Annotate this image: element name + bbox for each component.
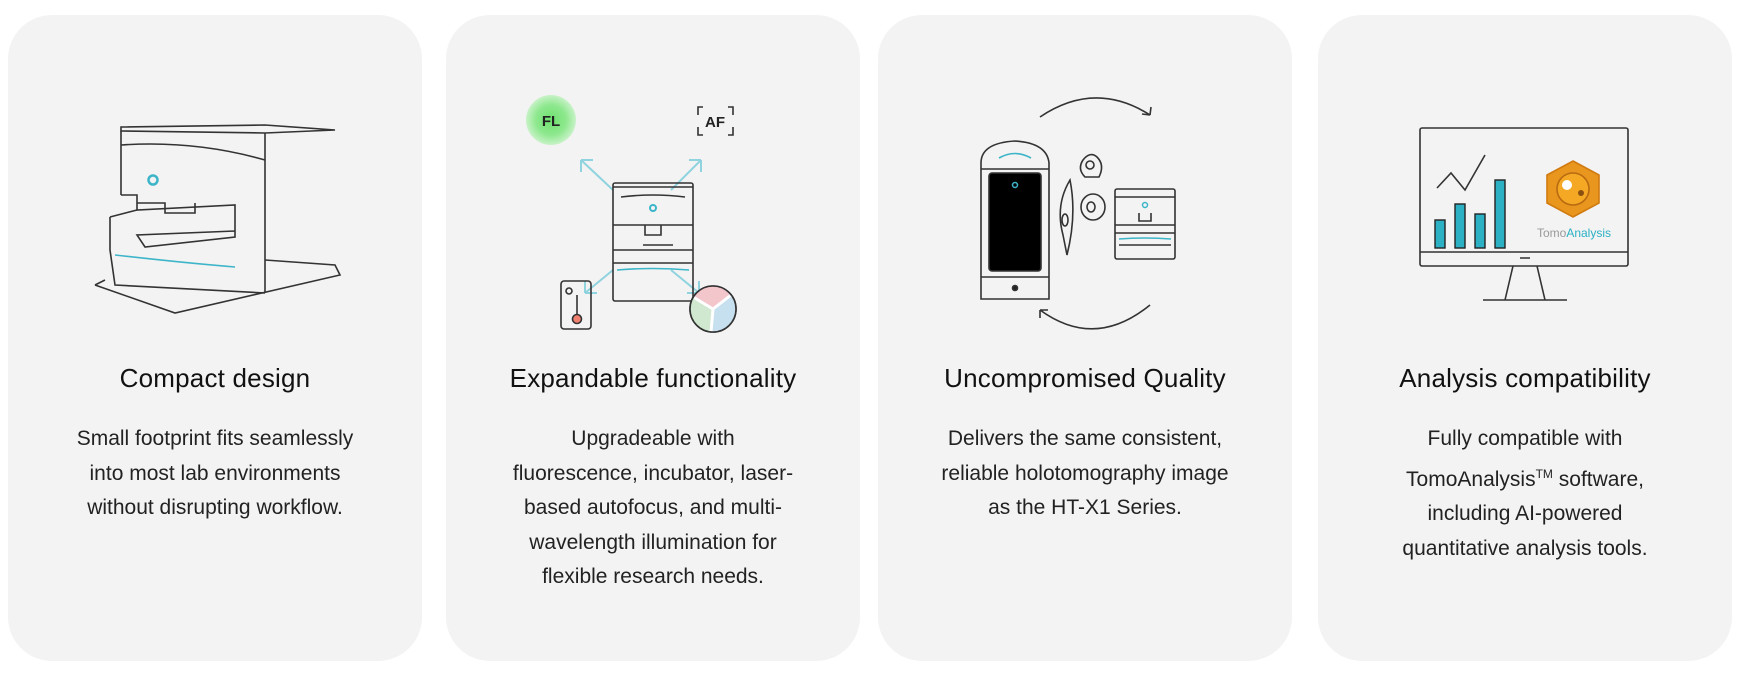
desc-line: as the HT-X1 Series. bbox=[988, 496, 1182, 519]
card-title: Compact design bbox=[119, 363, 311, 393]
desc-line: Delivers the same consistent, bbox=[947, 427, 1223, 450]
card-title: Uncompromised Quality bbox=[944, 363, 1226, 393]
desc-line: reliable holotomography image bbox=[941, 461, 1229, 485]
quality-cycle-illustration bbox=[980, 97, 1176, 330]
desc-line: quantitative analysis tools. bbox=[1402, 536, 1648, 560]
svg-text:TomoAnalysis: TomoAnalysis bbox=[1537, 226, 1611, 240]
card-description: Delivers the same consistent, reliable h… bbox=[918, 422, 1252, 526]
fl-badge-icon bbox=[526, 95, 576, 145]
desc-line: TomoAnalysisTM software, bbox=[1406, 466, 1644, 491]
desc-line: into most lab environments bbox=[89, 461, 341, 485]
desc-line: including AI-powered bbox=[1427, 502, 1623, 525]
af-label: AF bbox=[705, 114, 725, 131]
desc-line: fluorescence, incubator, laser- bbox=[512, 461, 794, 485]
card-title: Analysis compatibility bbox=[1399, 363, 1651, 393]
feature-card-analysis-compatibility: TomoAnalysis Analysis compatibility Full… bbox=[1318, 15, 1732, 661]
card-description: Small footprint fits seamlessly into mos… bbox=[48, 422, 382, 526]
compact-device-illustration bbox=[94, 124, 342, 314]
desc-line: without disrupting workflow. bbox=[87, 496, 343, 519]
desc-line: Upgradeable with bbox=[571, 427, 735, 450]
expandable-modules-illustration: FL AF bbox=[526, 95, 737, 333]
feature-card-uncompromised-quality: Uncompromised Quality Delivers the same … bbox=[878, 15, 1292, 661]
monitor-analysis-illustration: TomoAnalysis bbox=[1419, 127, 1629, 301]
tomoanalysis-logo-icon bbox=[1546, 160, 1600, 218]
desc-line: Fully compatible with bbox=[1427, 427, 1623, 450]
desc-line: wavelength illumination for bbox=[529, 530, 777, 554]
desc-line: based autofocus, and multi- bbox=[524, 496, 782, 519]
card-description: Fully compatible with TomoAnalysisTM sof… bbox=[1358, 422, 1692, 566]
feature-card-compact-design: Compact design Small footprint fits seam… bbox=[8, 15, 422, 661]
fl-label: FL bbox=[542, 113, 560, 130]
card-title: Expandable functionality bbox=[509, 363, 797, 393]
card-description: Upgradeable with fluorescence, incubator… bbox=[486, 422, 820, 595]
desc-line: Small footprint fits seamlessly bbox=[76, 427, 354, 450]
desc-line: flexible research needs. bbox=[542, 565, 764, 588]
feature-card-expandable-functionality: FL AF Expandable functionality Upgradeab… bbox=[446, 15, 860, 661]
